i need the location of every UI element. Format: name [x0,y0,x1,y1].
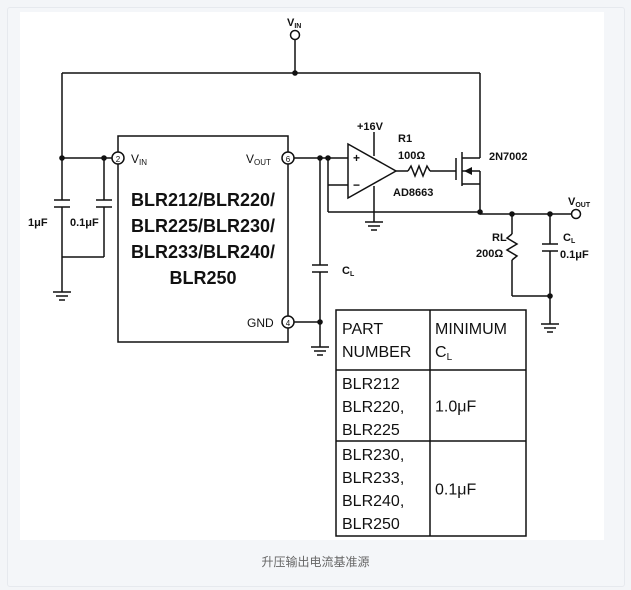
table-header-mincl-line-1: MINIMUM [435,321,507,338]
table-header-part-line-2: NUMBER [342,344,411,361]
chip-name-line-1: BLR212/BLR220/ [131,190,275,210]
table-cell-min-cl: 1.0μF [435,399,476,416]
pin4-number: 4 [286,319,291,328]
cap-0p1uf-label: 0.1μF [70,217,99,229]
pin2-label: VIN [131,152,147,167]
chip-name-line-2: BLR225/BLR230/ [131,216,275,236]
pin4-label: GND [247,316,274,330]
rl-name-label: RL [492,232,507,244]
cout-name-label: CL [563,232,576,245]
table-cell-part-number: BLR225 [342,422,400,439]
r1-name-label: R1 [398,133,412,145]
chip-name-line-3: BLR233/BLR240/ [131,242,275,262]
table-cell-part-number: BLR250 [342,516,400,533]
vin-terminal-label: VIN [287,17,301,30]
table-cell-part-number: BLR240, [342,493,404,510]
chip-name-line-4: BLR250 [169,268,236,288]
opamp-plus: + [353,151,360,165]
table-cell-part-number: BLR233, [342,470,404,487]
table-cell-part-number: BLR212 [342,376,400,393]
figure-caption: 升压输出电流基准源 [261,555,370,569]
opamp-label: AD8663 [393,187,433,199]
circuit-diagram: VIN 2 VIN 6 VOUT 4 GND BLR212/BLR220/ BL… [20,12,604,540]
supply-label: +16V [357,121,384,133]
opamp-minus: − [353,178,360,192]
mosfet-label: 2N7002 [489,151,528,163]
pin6-number: 6 [286,155,291,164]
table-cell-part-number: BLR220, [342,399,404,416]
pin2-number: 2 [116,155,121,164]
cl-label: CL [342,265,355,278]
table-cell-part-number: BLR230, [342,447,404,464]
r1-value-label: 100Ω [398,150,425,162]
table-header-part-line-1: PART [342,321,383,338]
cap-1uf-label: 1μF [28,217,48,229]
table-header-mincl-line-2: CL [435,344,453,363]
table-cell-min-cl: 0.1μF [435,482,476,499]
vout-terminal-label: VOUT [568,196,591,209]
pin6-label: VOUT [246,152,271,167]
cout-value-label: 0.1μF [560,249,589,261]
rl-value-label: 200Ω [476,248,503,260]
